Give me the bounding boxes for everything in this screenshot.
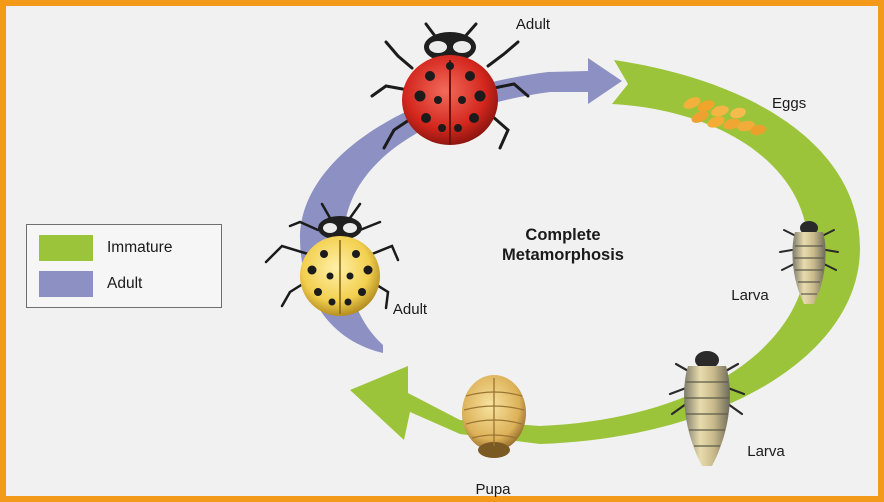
- legend-label-adult: Adult: [107, 275, 142, 293]
- diagram-title-line1: Complete: [525, 226, 600, 244]
- label-eggs: Eggs: [772, 95, 806, 112]
- legend-item-immature: Immature: [39, 235, 172, 261]
- label-pupa: Pupa: [475, 481, 511, 498]
- legend-swatch-immature: [39, 235, 93, 261]
- pupa: [462, 375, 526, 458]
- larva-large: [670, 351, 744, 466]
- diagram-title-line2: Metamorphosis: [502, 246, 624, 264]
- label-adult-top: Adult: [516, 16, 551, 33]
- yellow-adult-ladybug: [266, 204, 398, 316]
- label-adult-left: Adult: [393, 301, 428, 318]
- legend-item-adult: Adult: [39, 271, 142, 297]
- legend: Immature Adult: [26, 224, 222, 308]
- label-larva-2: Larva: [747, 443, 785, 460]
- label-larva-1: Larva: [731, 287, 769, 304]
- legend-label-immature: Immature: [107, 239, 172, 257]
- legend-swatch-adult: [39, 271, 93, 297]
- red-adult-ladybug: [372, 24, 528, 148]
